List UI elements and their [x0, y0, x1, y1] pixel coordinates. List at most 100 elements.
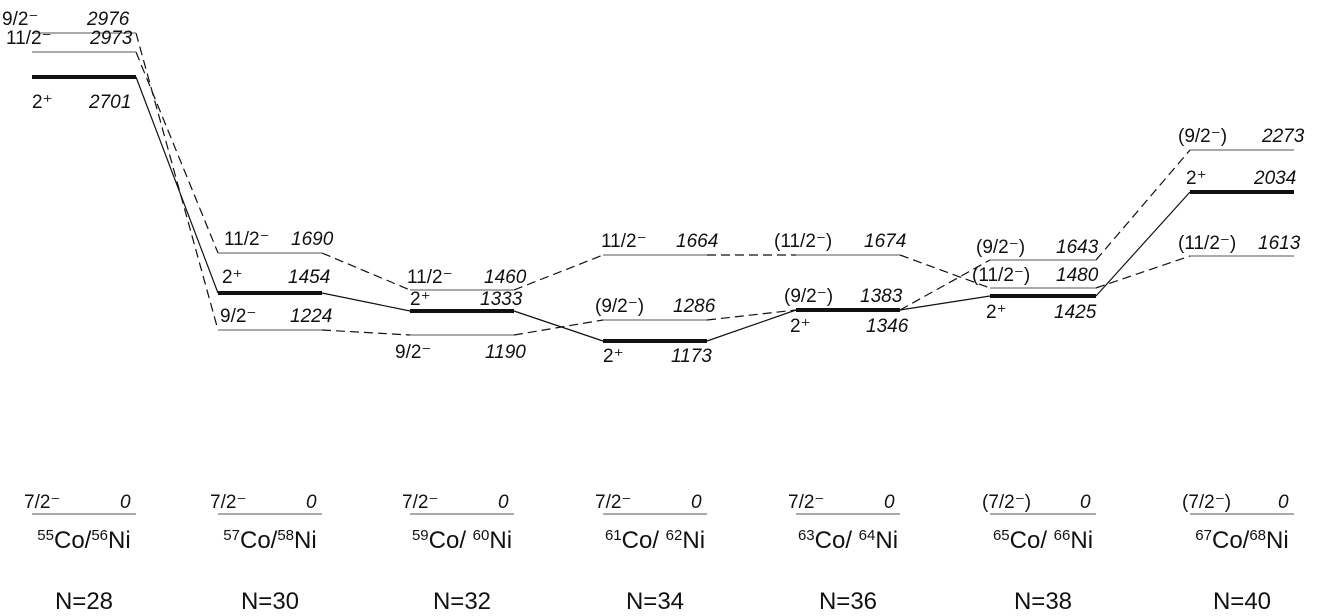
- isotope-ni-sym-c63: Ni: [875, 527, 898, 554]
- level-energy-c63-lvl-11: 1674: [864, 231, 906, 252]
- connector-nine-c55-c57: [135, 32, 219, 331]
- level-energy-c67-lvl-11: 1613: [1258, 233, 1301, 254]
- level-spin-c67-lvl-2: 2⁺: [1186, 168, 1207, 189]
- isotope-ni-sym-c67: Ni: [1266, 527, 1289, 554]
- isotope-ni-sym-c59: Ni: [489, 527, 512, 554]
- level-energy-c67-lvl-2: 2034: [1253, 168, 1296, 189]
- isotope-ni-mass-c57: 58: [277, 527, 294, 544]
- isotope-co-mass-c59: 59: [412, 527, 429, 544]
- level-energy-c61-lvl-11: 1664: [676, 231, 718, 252]
- connector-nine-c61-c63: [706, 309, 797, 321]
- isotope-ni-mass-c59: 60: [473, 527, 490, 544]
- level-spin-c67-lvl-11: (11/2⁻): [1178, 233, 1236, 254]
- level-spin-c57-lvl-11: 11/2⁻: [224, 229, 270, 250]
- connector-lines: [135, 32, 1191, 342]
- isotope-ni-mass-c65: 66: [1054, 527, 1071, 544]
- level-energy-c55-lvl-11: 2973: [89, 28, 133, 49]
- connector-nine-c57-c59: [321, 329, 411, 336]
- connector-eleven-c57-c59: [321, 252, 411, 291]
- neutron-label-c67: N=40: [1213, 588, 1271, 615]
- level-spin-c61-lvl-11: 11/2⁻: [601, 231, 647, 252]
- ground-energy-c67: 0: [1278, 492, 1289, 513]
- neutron-label-c55: N=28: [55, 588, 113, 615]
- isotope-co-sym-c63: Co: [815, 527, 846, 554]
- ground-energy-c57: 0: [306, 492, 317, 513]
- isotope-sep-c63: /: [845, 527, 858, 554]
- connector-eleven-c59-c61: [513, 254, 604, 291]
- isotope-label-c57: 57Co/58Ni: [223, 527, 316, 555]
- isotope-ni-sym-c55: Ni: [108, 527, 131, 554]
- isotope-co-sym-c61: Co: [622, 527, 653, 554]
- connector-two-c63-c65: [899, 295, 991, 311]
- isotope-co-mass-c67: 67: [1195, 527, 1212, 544]
- level-spin-c65-lvl-11: (11/2⁻): [972, 265, 1030, 286]
- ground-energy-c63: 0: [884, 492, 895, 513]
- level-spin-c59-lvl-11: 11/2⁻: [407, 267, 453, 288]
- connector-eleven-c55-c57: [135, 51, 219, 254]
- isotope-ni-mass-c61: 62: [666, 527, 683, 544]
- ground-spin-c57: 7/2⁻: [210, 492, 246, 513]
- ground-spin-c59: 7/2⁻: [402, 492, 438, 513]
- isotope-label-c63: 63Co/ 64Ni: [798, 527, 898, 555]
- level-energy-c63-lvl-2: 1346: [866, 316, 909, 337]
- isotope-label-c59: 59Co/ 60Ni: [412, 527, 512, 555]
- level-spin-c63-lvl-11: (11/2⁻): [774, 231, 832, 252]
- connector-nine-c59-c61: [513, 319, 604, 336]
- level-energy-c55-lvl-2: 2701: [88, 92, 131, 113]
- connector-eleven-c63-c65: [899, 254, 991, 289]
- ground-spin-c65: (7/2⁻): [982, 492, 1031, 513]
- level-energy-c65-lvl-9: 1643: [1056, 237, 1099, 258]
- level-spin-c59-lvl-9: 9/2⁻: [395, 342, 431, 363]
- neutron-label-c61: N=34: [626, 588, 684, 615]
- level-lines: [32, 32, 1294, 515]
- isotope-co-mass-c57: 57: [223, 527, 240, 544]
- isotope-co-sym-c59: Co: [429, 527, 460, 554]
- connector-nine-c63-c65: [899, 259, 991, 311]
- level-energy-c59-lvl-9: 1190: [485, 342, 526, 363]
- connector-eleven-c65-c67: [1095, 255, 1191, 289]
- isotope-ni-sym-c61: Ni: [682, 527, 705, 554]
- level-energy-c65-lvl-2: 1425: [1054, 302, 1097, 323]
- ground-spin-c63: 7/2⁻: [788, 492, 824, 513]
- level-spin-c59-lvl-2: 2⁺: [410, 289, 431, 310]
- level-spin-c63-lvl-2: 2⁺: [790, 316, 811, 337]
- isotope-ni-sym-c57: Ni: [294, 527, 317, 554]
- ground-spin-c61: 7/2⁻: [595, 492, 631, 513]
- isotope-co-mass-c63: 63: [798, 527, 815, 544]
- isotope-ni-mass-c63: 64: [859, 527, 876, 544]
- level-spin-c55-lvl-11: 11/2⁻: [6, 28, 52, 49]
- ground-spin-c55: 7/2⁻: [24, 492, 60, 513]
- level-spin-c61-lvl-9: (9/2⁻): [595, 296, 644, 317]
- isotope-ni-sym-c65: Ni: [1070, 527, 1093, 554]
- neutron-label-c59: N=32: [433, 588, 491, 615]
- level-energy-c67-lvl-9: 2273: [1261, 126, 1305, 147]
- connector-two-c59-c61: [513, 310, 604, 342]
- level-energy-c57-lvl-2: 1454: [288, 267, 330, 288]
- level-energy-c57-lvl-11: 1690: [291, 229, 334, 250]
- isotope-co-mass-c55: 55: [37, 527, 54, 544]
- level-spin-c65-lvl-2: 2⁺: [986, 302, 1007, 323]
- isotope-sep-c57: /: [271, 527, 278, 554]
- level-spin-c57-lvl-9: 9/2⁻: [220, 306, 256, 327]
- connector-two-c57-c59: [321, 292, 411, 312]
- isotope-co-mass-c61: 61: [605, 527, 622, 544]
- isotope-footer: 7/2⁻055Co/56NiN=287/2⁻057Co/58NiN=307/2⁻…: [24, 492, 1289, 615]
- level-energy-c61-lvl-2: 1173: [671, 346, 712, 367]
- level-energy-c65-lvl-11: 1480: [1056, 265, 1099, 286]
- isotope-sep-c61: /: [652, 527, 665, 554]
- level-energy-c57-lvl-9: 1224: [290, 306, 332, 327]
- level-spin-c57-lvl-2: 2⁺: [222, 267, 243, 288]
- ground-energy-c59: 0: [498, 492, 509, 513]
- isotope-sep-c55: /: [85, 527, 92, 554]
- connector-two-c61-c63: [706, 309, 797, 342]
- isotope-label-c65: 65Co/ 66Ni: [993, 527, 1093, 555]
- isotope-label-c55: 55Co/56Ni: [37, 527, 130, 555]
- ground-energy-c61: 0: [691, 492, 702, 513]
- level-spin-c67-lvl-9: (9/2⁻): [1178, 126, 1227, 147]
- level-spin-c55-lvl-2: 2⁺: [32, 92, 53, 113]
- isotope-co-sym-c57: Co: [240, 527, 271, 554]
- isotope-ni-mass-c55: 56: [91, 527, 108, 544]
- isotope-label-c61: 61Co/ 62Ni: [605, 527, 705, 555]
- level-energy-c63-lvl-9: 1383: [860, 286, 903, 307]
